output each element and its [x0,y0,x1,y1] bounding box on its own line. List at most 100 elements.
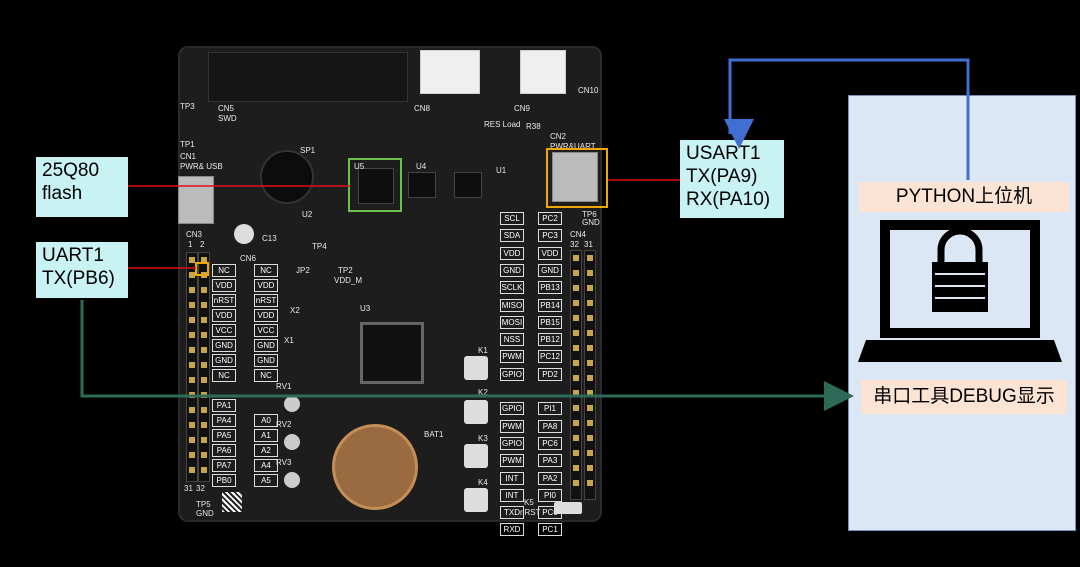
mcu-chip [360,322,424,384]
usart-arrow [724,58,970,180]
header-pin [201,302,207,308]
label-cn6: CN6 [240,254,257,263]
flash-chip [358,168,394,204]
pin-label: A2 [254,444,278,457]
label-tp6: TP6 [582,210,597,219]
header-pin [587,435,593,441]
header-pin [189,377,195,383]
label-tp5: TP5 [196,500,211,509]
pin-label: A0 [254,414,278,427]
header-pin [573,465,579,471]
header-pin [189,437,195,443]
pin-label: GND [254,354,278,367]
pin-label: nRST [212,294,236,307]
pin-label: GPIO [500,402,524,416]
label-tp2: TP2 [338,266,353,275]
label-k2: K2 [478,388,488,397]
pin-label: PA3 [538,454,562,468]
pin-label: PI1 [538,402,562,416]
header-pin [189,452,195,458]
swd-connector [208,52,408,102]
header-pin [587,300,593,306]
pin-label: GPIO [500,367,524,381]
header-pin [201,362,207,368]
flash-highlight [348,158,402,212]
label-cn1: CN1 [180,152,197,161]
label-cn4: CN4 [570,230,587,239]
pin-label: GND [212,339,236,352]
callout-flash: 25Q80 flash [36,157,128,217]
pin-label: PB15 [538,315,562,329]
header-pin [587,405,593,411]
label-x2: X2 [290,306,300,315]
pin-label: TXD [500,506,524,520]
potentiometer-rv3 [284,472,300,488]
pin-label: A1 [254,429,278,442]
pin-label: PB0 [212,474,236,487]
label-k1: K1 [478,346,488,355]
label-tp5-gnd: GND [196,509,214,518]
label-tp1: TP1 [180,140,195,149]
callout-usart1: USART1 TX(PA9) RX(PA10) [680,140,784,218]
header-pin [573,270,579,276]
chip-u4 [408,172,436,198]
callout-uart1-line1: UART1 [42,245,104,266]
label-cn9: CN9 [514,104,531,113]
cn9-connector [520,50,566,94]
header-pin [189,287,195,293]
label-swd: SWD [218,114,237,123]
pin-label: PA1 [212,399,236,412]
pin-label: A5 [254,474,278,487]
label-bat1: BAT1 [424,430,444,439]
header-cn4-a [570,250,582,500]
header-pin [573,255,579,261]
header-pin [189,467,195,473]
dev-board: CN5 SWD TP3 TP1 CN8 CN9 CN10 RES Load R3… [178,46,608,537]
callout-uart1: UART1 TX(PB6) [36,242,128,298]
pin-label: PI0 [538,488,562,502]
pin-label: PA8 [538,419,562,433]
header-pin [573,450,579,456]
pin-label: PB13 [538,281,562,295]
pin-label: PD2 [538,367,562,381]
pin-label: PC1 [538,523,562,537]
pin-label: PC3 [538,229,562,243]
header-cn4-b [584,250,596,500]
label-jp2: JP2 [296,266,310,275]
label-u3: U3 [360,304,371,313]
label-vdd-m: VDD_M [334,276,363,285]
header-pin [201,287,207,293]
label-u5: U5 [354,162,365,171]
label-c13: C13 [262,234,277,243]
coin-battery [332,424,418,510]
pin-label: VCC [254,324,278,337]
header-pin [573,390,579,396]
pin-label: INT [500,488,524,502]
header-pin [201,407,207,413]
header-pin [587,360,593,366]
pin-label: NSS [500,333,524,347]
pin-label: SDA [500,229,524,243]
pin-label: NC [212,264,236,277]
header-pin [189,347,195,353]
header-pin [573,375,579,381]
pin-label: GND [500,263,524,277]
callout-uart1-line2: TX(PB6) [42,268,115,289]
header-pin [587,315,593,321]
pin-label: PA5 [212,429,236,442]
header-pin [189,407,195,413]
laptop-lock-icon [858,220,1062,362]
debug-display-label: 串口工具DEBUG显示 [861,380,1067,414]
header-pin [587,375,593,381]
header-pin [587,480,593,486]
label-hdr1: 1 [188,240,193,249]
header-pin [573,315,579,321]
header-pin [573,300,579,306]
label-pwr-usb: PWR& USB [180,162,223,171]
buzzer [260,150,314,204]
potentiometer-rv2 [284,434,300,450]
pin-label: VDD [538,246,562,260]
header-pin [201,317,207,323]
pin-label: RXD [500,523,524,537]
